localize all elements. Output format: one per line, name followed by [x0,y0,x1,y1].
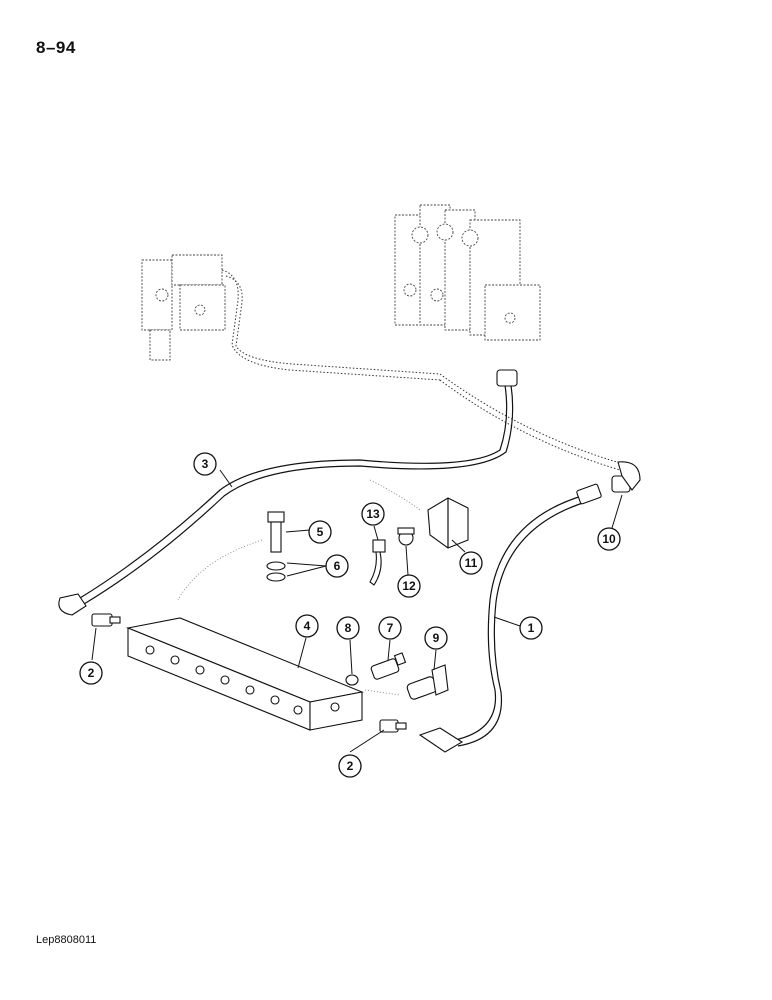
callout-6: 6 [325,554,349,578]
callout-2-left: 2 [79,661,103,685]
bolt-5 [267,511,285,553]
washers-6 [266,561,286,582]
svg-text:1: 1 [528,621,535,635]
bracket-11 [427,497,469,549]
cable-tie-13 [369,539,386,586]
svg-text:4: 4 [304,619,311,633]
callout-8: 8 [336,616,360,640]
pressure-switch-7 [370,652,407,680]
callout-7: 7 [378,616,402,640]
svg-text:11: 11 [465,556,478,570]
callout-2-right: 2 [338,754,362,778]
hose-1 [418,483,602,753]
adapter-2-right [379,719,407,733]
drawing-reference: Lep8808011 [36,934,97,946]
callout-11: 11 [459,551,483,575]
ghost-control-valve [394,204,541,341]
callout-5: 5 [308,520,332,544]
o-ring-8 [345,674,359,686]
svg-text:9: 9 [433,631,440,645]
svg-text:5: 5 [317,525,324,539]
svg-text:13: 13 [366,507,380,521]
callout-12: 12 [397,574,421,598]
svg-text:6: 6 [334,559,341,573]
svg-text:7: 7 [387,621,394,635]
svg-text:3: 3 [202,457,209,471]
pressure-switch-9 [406,664,449,700]
callout-13: 13 [361,502,385,526]
adapter-2-left [91,613,121,627]
callout-10: 10 [597,527,621,551]
svg-text:10: 10 [602,532,616,546]
hose-3 [58,369,518,616]
elbow-10 [611,461,641,493]
callout-1: 1 [519,616,543,640]
page-number: 8–94 [36,38,76,57]
callout-9: 9 [424,626,448,650]
manifold-block-4 [126,617,364,731]
clip-12 [397,527,415,546]
callout-4: 4 [295,614,319,638]
callout-3: 3 [193,452,217,476]
svg-text:8: 8 [345,621,352,635]
ghost-solenoid-valve [141,254,441,381]
svg-text:2: 2 [347,759,354,773]
svg-text:12: 12 [402,579,416,593]
svg-text:2: 2 [88,666,95,680]
